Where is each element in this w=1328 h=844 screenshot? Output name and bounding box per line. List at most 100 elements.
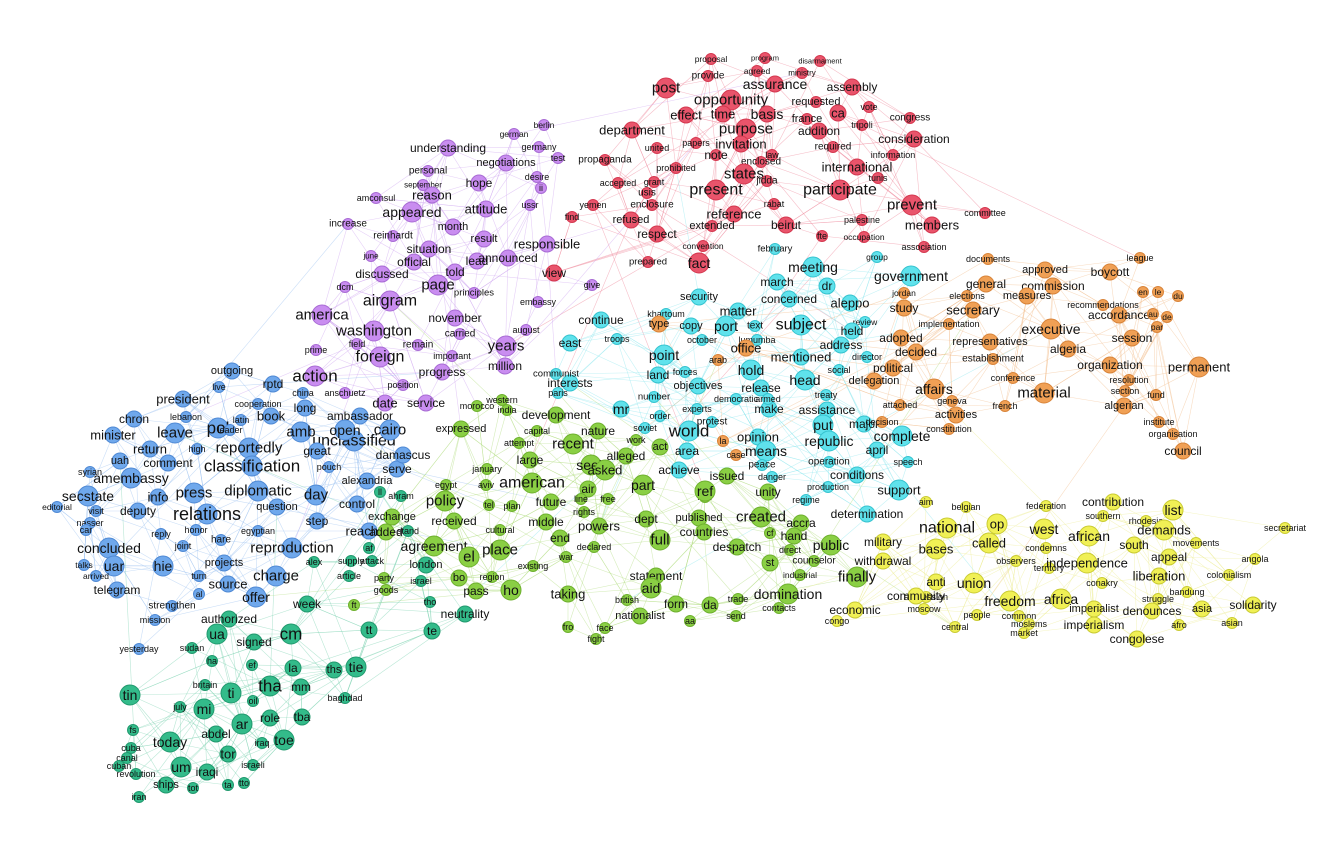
node-circle: [655, 77, 677, 99]
edge: [675, 75, 709, 169]
node-label: organisation: [1148, 429, 1197, 439]
edge: [1004, 295, 1028, 407]
node-circle: [856, 214, 868, 226]
edge: [129, 692, 232, 696]
node-label: despatch: [713, 540, 762, 554]
node-label: law: [765, 150, 779, 160]
node-circle: [871, 251, 883, 263]
edge: [722, 323, 950, 442]
node-group: group: [866, 251, 888, 263]
edge: [776, 275, 912, 283]
edge: [525, 243, 548, 331]
node-label: pass: [463, 584, 488, 598]
node-label: members: [905, 218, 960, 233]
edge: [316, 454, 404, 522]
node-label: step: [306, 514, 329, 528]
node-label: war: [558, 552, 574, 562]
node-label: recent: [552, 436, 595, 453]
node-da: da: [701, 596, 719, 614]
node-asked: asked: [588, 459, 622, 481]
edge: [555, 373, 699, 387]
node-label: propaganda: [578, 155, 632, 166]
edge: [882, 541, 927, 598]
node-label: place: [482, 542, 518, 559]
node-label: appeal: [1151, 550, 1187, 564]
node-label: charge: [253, 568, 299, 585]
node-amembassy: amembassy: [93, 467, 169, 489]
node-op: op: [986, 513, 1008, 535]
edge: [635, 439, 706, 498]
node-circle: [495, 335, 517, 357]
node-measures: measures: [1003, 287, 1052, 305]
edge: [314, 330, 375, 377]
node-label: ahram: [388, 491, 414, 501]
edge: [915, 351, 994, 360]
edge: [431, 194, 456, 273]
node-label: assurance: [743, 76, 808, 92]
node-asian: asian: [1221, 617, 1243, 629]
node-label: egyptian: [241, 526, 275, 536]
node-label: reason: [412, 188, 452, 203]
node-latin: latin: [233, 414, 249, 426]
node-label: open: [329, 422, 360, 438]
node-circle: [470, 174, 488, 192]
node-june: june: [362, 250, 379, 262]
edge: [1201, 558, 1256, 610]
node-label: democratic: [714, 394, 759, 404]
edge: [583, 511, 647, 520]
node-label: britain: [193, 680, 218, 690]
edge: [985, 283, 1052, 330]
node-label: decision: [865, 417, 898, 427]
edge: [764, 57, 853, 88]
node-label: section: [1111, 386, 1140, 396]
node-circle: [166, 600, 178, 612]
edge: [504, 284, 593, 367]
node-circle: [159, 454, 177, 472]
edge: [616, 338, 646, 429]
node-circle: [733, 163, 755, 185]
edge: [476, 176, 538, 262]
node-alexandria: alexandria: [342, 472, 393, 490]
node-label: troops: [604, 334, 630, 344]
edge: [567, 546, 595, 628]
node-label: study: [890, 301, 919, 315]
edge: [195, 529, 200, 577]
edge: [785, 189, 841, 226]
node-circle: [155, 528, 167, 540]
edge: [1052, 257, 1141, 287]
node-july: july: [172, 701, 187, 713]
node-circle: [129, 502, 147, 520]
node-circle: [215, 534, 227, 546]
edge: [389, 300, 427, 404]
edge: [617, 129, 633, 184]
node-label: disarmament: [798, 57, 842, 66]
node-label: nationalist: [615, 610, 665, 622]
node-label: reply: [151, 529, 171, 539]
node-enclosed: enclosed: [741, 156, 781, 168]
node-iraq: iraq: [254, 737, 270, 749]
edge: [411, 182, 480, 213]
node-anschuetz: anschuetz: [324, 387, 366, 399]
edge: [1050, 328, 1130, 381]
node-par: par: [1151, 321, 1163, 333]
node-label: enclosed: [741, 157, 781, 168]
node-label: told: [445, 265, 464, 279]
node-return: return: [133, 440, 167, 458]
edge: [653, 396, 688, 452]
node-circle: [961, 290, 973, 302]
node-label: ships: [153, 779, 179, 791]
node-exchange: exchange: [368, 508, 416, 526]
node-regime: regime: [792, 494, 820, 506]
node-label: work: [625, 435, 646, 445]
edge: [218, 371, 443, 388]
node-label: belgian: [951, 502, 980, 512]
node-circle: [648, 225, 666, 243]
node-great: great: [303, 442, 331, 460]
node-label: yesterday: [119, 644, 159, 654]
node-circle: [468, 252, 486, 270]
edge: [849, 256, 878, 304]
edge: [370, 255, 375, 332]
edge: [441, 365, 506, 373]
node-circle: [829, 179, 851, 201]
node-circle: [832, 336, 850, 354]
